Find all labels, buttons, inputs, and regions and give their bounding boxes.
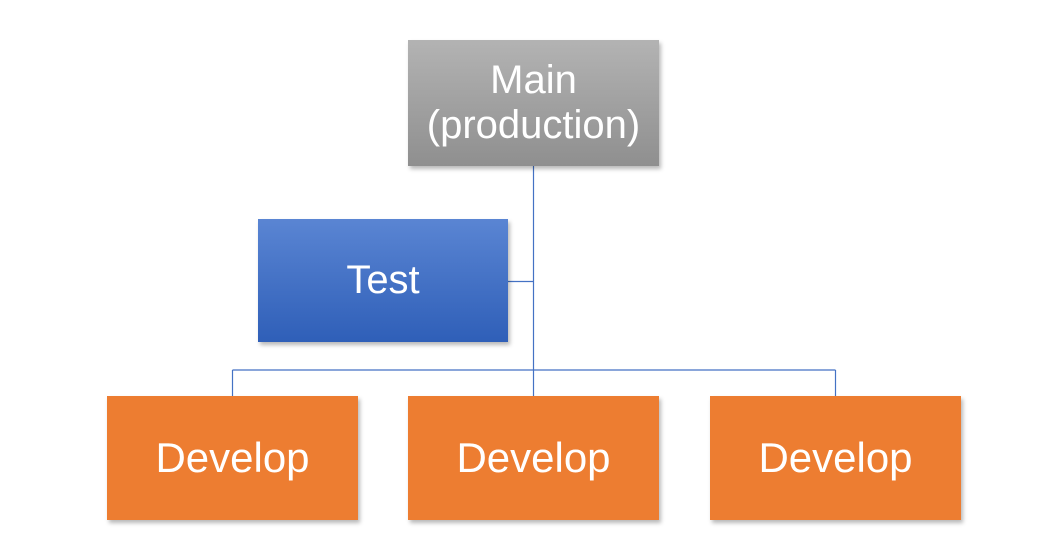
develop-node-3: Develop xyxy=(710,396,961,520)
main-production-node: Main (production) xyxy=(408,40,659,166)
main-production-label: Main (production) xyxy=(426,58,641,147)
develop-label-2: Develop xyxy=(456,434,611,482)
develop-node-2: Develop xyxy=(408,396,659,520)
develop-node-1: Develop xyxy=(107,396,358,520)
develop-label-1: Develop xyxy=(155,434,310,482)
test-label: Test xyxy=(346,258,420,303)
test-node: Test xyxy=(258,219,508,342)
develop-label-3: Develop xyxy=(758,434,913,482)
